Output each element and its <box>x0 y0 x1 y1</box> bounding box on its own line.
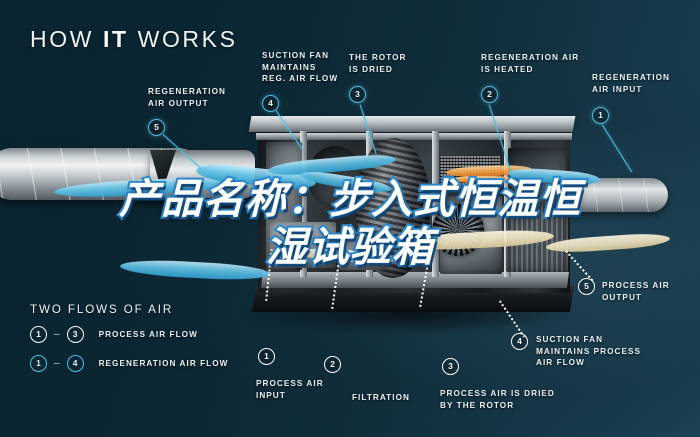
callout-marker-5-bottom[interactable]: 5 <box>578 278 595 295</box>
legend-row-regeneration-air-flow[interactable]: 1 – 4 REGENERATION AIR FLOW <box>30 355 228 372</box>
legend-label: PROCESS AIR FLOW <box>98 330 198 339</box>
airflow-ribbon-orange <box>452 176 514 183</box>
cabinet-frame-post <box>504 131 511 277</box>
callout-marker-1-bottom[interactable]: 1 <box>258 348 275 365</box>
callout-label-2-bottom: FILTRATION <box>352 393 410 402</box>
legend-title: TWO FLOWS OF AIR <box>30 303 174 316</box>
legend-dash: – <box>54 329 60 340</box>
callout-marker-1-top[interactable]: 1 <box>592 107 609 124</box>
callout-marker-2-top[interactable]: 2 <box>481 86 498 103</box>
callout-label-4-top: SUCTION FAN MAINTAINS REG. AIR FLOW <box>262 51 339 84</box>
callout-label-1-bottom: PROCESS AIR INPUT <box>256 379 324 400</box>
callout-label-5-bottom: PROCESS AIR OUTPUT <box>602 281 670 302</box>
callout-label-3-bottom: PROCESS AIR IS DRIED BY THE ROTOR <box>440 389 555 410</box>
callout-label-2-top: REGENERATION AIR IS HEATED <box>481 53 580 74</box>
cabinet-frame-post <box>432 131 439 277</box>
airflow-ribbon-blue <box>119 258 271 282</box>
callout-marker-2-bottom[interactable]: 2 <box>324 356 341 373</box>
legend-row-process-air-flow[interactable]: 1 – 3 PROCESS AIR FLOW <box>30 326 198 343</box>
page-title-part-3: WORKS <box>128 26 238 52</box>
cabinet-frame-post <box>300 131 307 277</box>
callout-marker-5-top[interactable]: 5 <box>148 119 165 136</box>
callout-marker-3-bottom[interactable]: 3 <box>442 358 459 375</box>
callout-label-5-top: REGENERATION AIR OUTPUT <box>148 87 226 108</box>
access-panel-module <box>270 222 336 268</box>
callout-label-3-top: THE ROTOR IS DRIED <box>349 53 407 74</box>
cabinet-upper-rail <box>256 133 572 140</box>
callout-marker-4-top[interactable]: 4 <box>262 95 279 112</box>
legend-marker-to: 4 <box>66 355 84 372</box>
legend-marker-from: 1 <box>30 326 47 343</box>
callout-label-1-top: REGENERATION AIR INPUT <box>592 73 670 94</box>
cabinet-floor-panel <box>261 272 569 288</box>
callout-label-4-bottom: SUCTION FAN MAINTAINS PROCESS AIR FLOW <box>536 335 642 368</box>
page-title-part-2: IT <box>103 26 129 52</box>
legend-marker-to: 3 <box>66 326 84 343</box>
callout-marker-3-top[interactable]: 3 <box>349 86 366 103</box>
callout-marker-4-bottom[interactable]: 4 <box>511 333 528 350</box>
legend-label: REGENERATION AIR FLOW <box>98 359 229 368</box>
page-title-part-1: HOW <box>30 26 103 52</box>
page-title: HOW IT WORKS <box>30 26 238 53</box>
legend-dash: – <box>54 358 60 369</box>
legend-marker-from: 1 <box>30 355 47 372</box>
cabinet-top-panel <box>248 116 576 132</box>
